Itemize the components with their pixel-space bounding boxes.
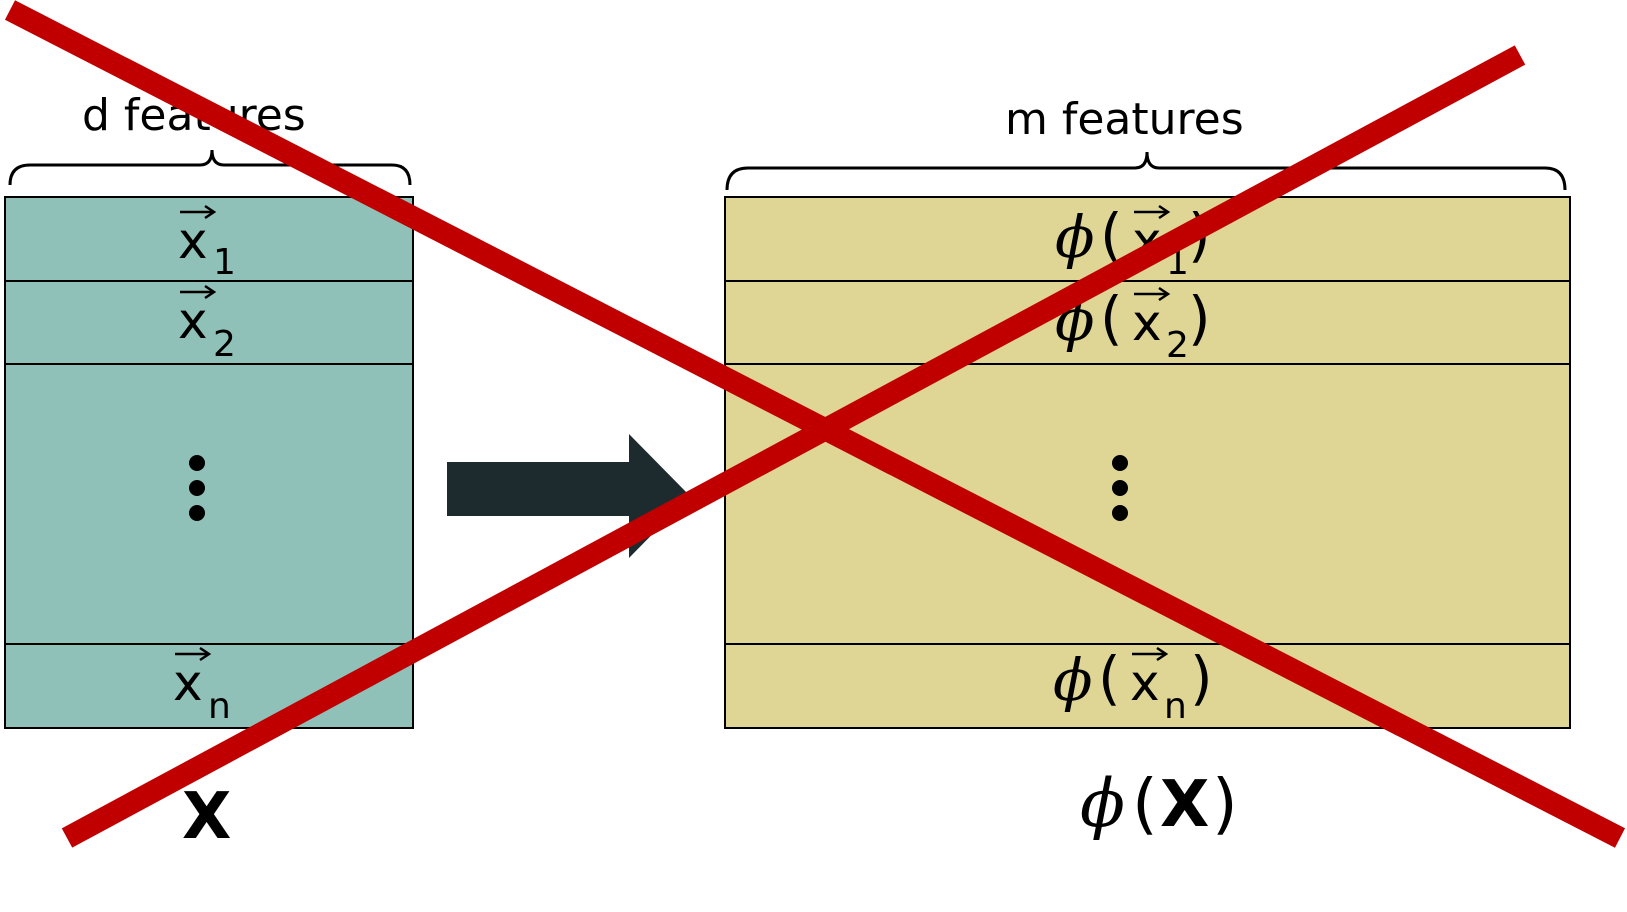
vertical-ellipsis-icon — [1112, 455, 1128, 521]
vector-symbol: x — [1132, 294, 1162, 352]
row-vector-2: x 2 — [178, 284, 236, 365]
close-paren: ) — [1212, 765, 1238, 842]
vector-symbol: x — [178, 292, 208, 350]
feature-brace — [725, 151, 1567, 191]
phi-symbol: ϕ — [1055, 203, 1095, 271]
vector-symbol: x — [1130, 654, 1160, 712]
cross-out-icon — [4, 0, 1626, 848]
close-paren: ) — [1190, 644, 1213, 712]
open-paren: ( — [1100, 284, 1123, 352]
output-matrix-body — [724, 196, 1571, 729]
matrix-x-symbol: X — [1160, 768, 1209, 842]
phi-symbol: ϕ — [1053, 646, 1093, 714]
row-vector-n: x n — [173, 646, 231, 727]
vector-subscript: n — [208, 686, 231, 727]
open-paren: ( — [1098, 644, 1121, 712]
phi-row-n: ϕ ( x n ) — [1053, 644, 1213, 727]
vector-subscript: 1 — [213, 242, 236, 283]
right-arrow-icon — [447, 434, 690, 558]
input-matrix-body — [4, 196, 414, 729]
m-features-label: m features — [1005, 94, 1244, 145]
output-matrix: m features ϕ ( x 1 ) ϕ ( x 2 ) — [724, 94, 1571, 842]
vector-subscript: 2 — [1166, 325, 1189, 366]
matrix-x-caption: X — [182, 780, 231, 854]
input-matrix: d features x 1 x 2 x n X — [4, 90, 414, 854]
vector-subscript: 2 — [213, 324, 236, 365]
cross-stroke-2 — [61, 45, 1526, 848]
phi-symbol: ϕ — [1080, 765, 1125, 842]
close-paren: ) — [1188, 284, 1211, 352]
vertical-ellipsis-icon — [189, 455, 205, 521]
vector-symbol: x — [173, 654, 203, 712]
open-paren: ( — [1100, 201, 1123, 269]
phi-x-caption: ϕ ( X ) — [1080, 765, 1238, 842]
vector-subscript: n — [1164, 686, 1187, 727]
open-paren: ( — [1132, 765, 1158, 842]
vector-symbol: x — [178, 212, 208, 270]
feature-brace — [8, 149, 412, 186]
row-vector-1: x 1 — [178, 204, 236, 283]
